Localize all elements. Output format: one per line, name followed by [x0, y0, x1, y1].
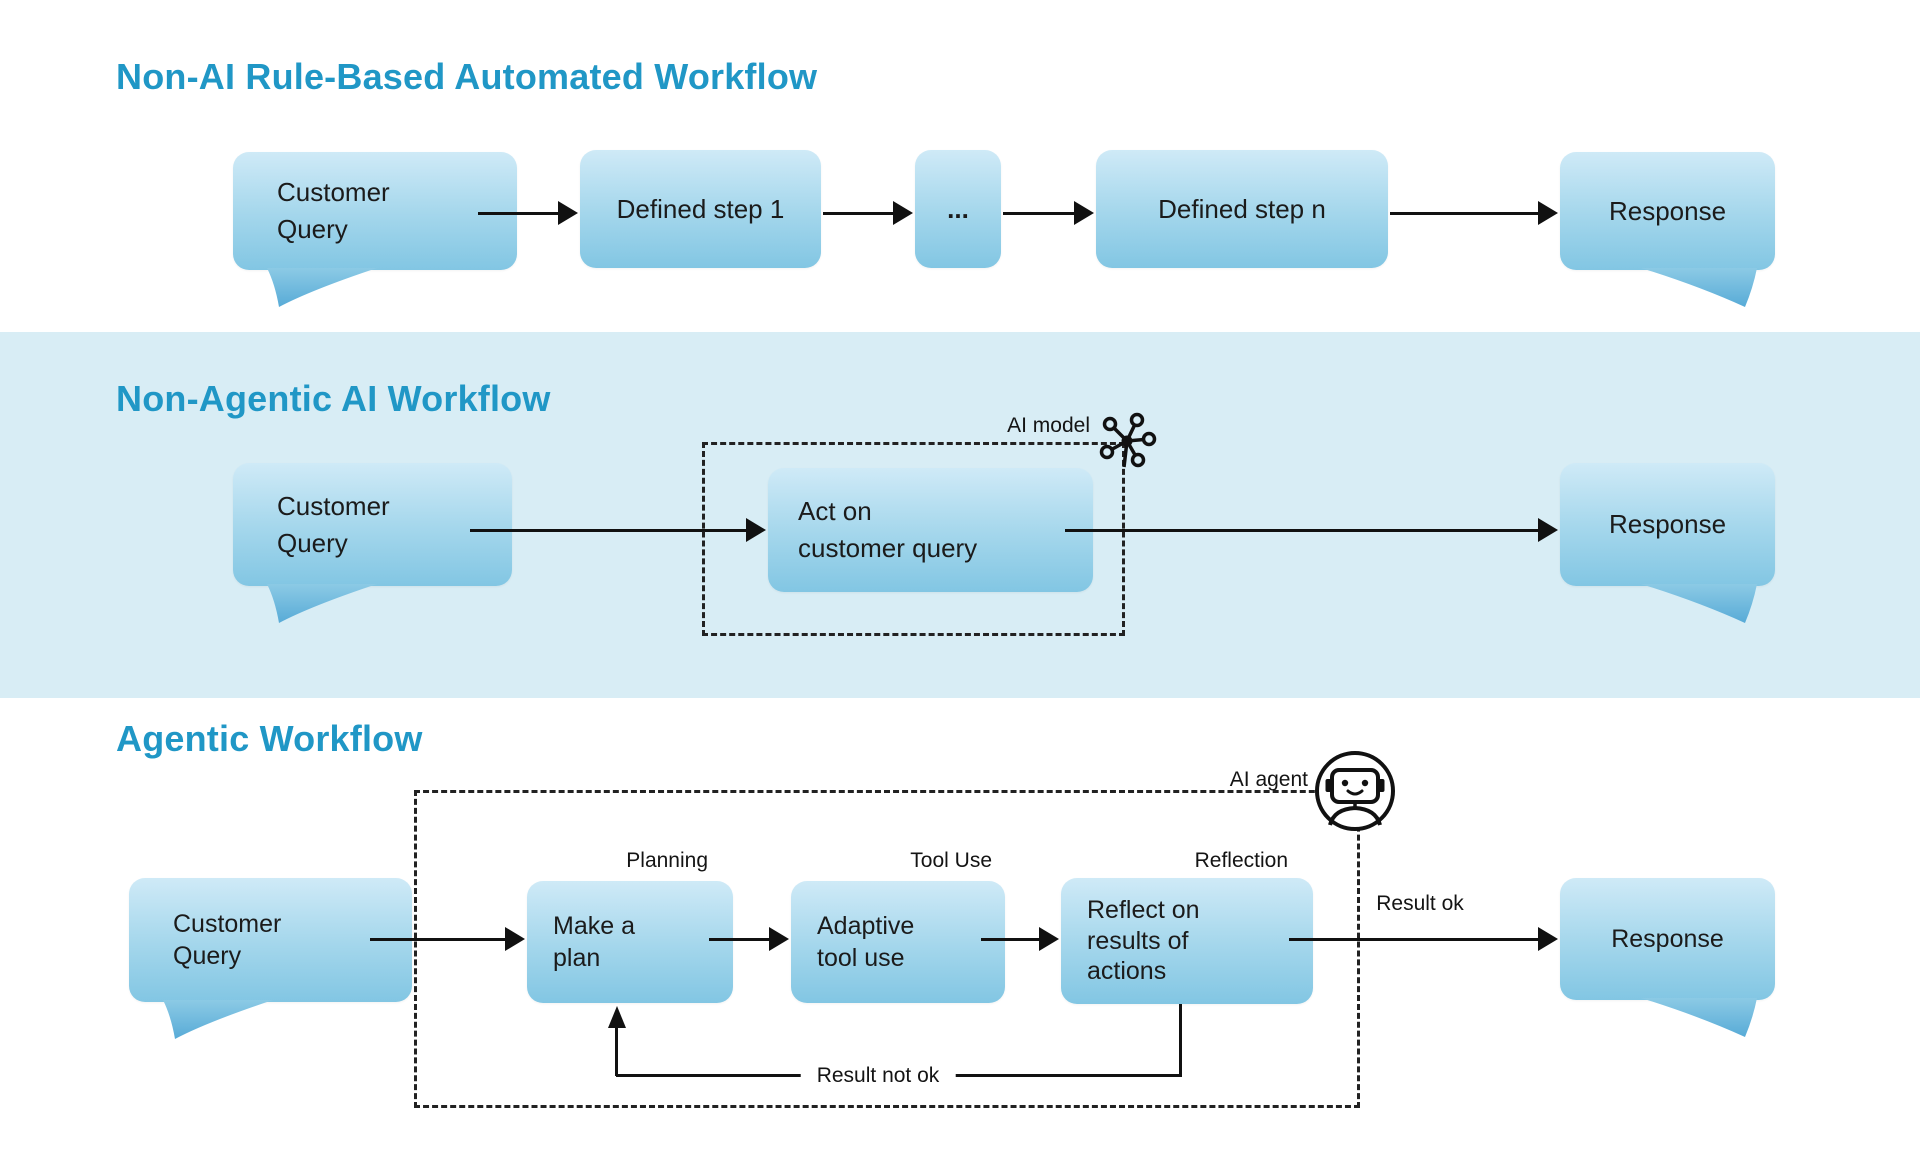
ai-agent-label: AI agent — [1229, 768, 1308, 791]
bubble-tail — [1641, 268, 1757, 307]
ellipsis-box: ... — [915, 150, 1001, 268]
customer-query-bubble: Customer Query — [129, 878, 412, 1039]
loop-line-up — [615, 1028, 618, 1076]
section1-title: Non-AI Rule-Based Automated Workflow — [116, 56, 818, 97]
flow-arrow — [709, 927, 789, 951]
section3-title: Agentic Workflow — [116, 718, 423, 759]
response-bubble: Response — [1560, 463, 1775, 623]
customer-query-bubble: Customer Query — [233, 152, 517, 307]
customer-query-label: Customer Query — [277, 490, 390, 558]
neural-network-icon — [1099, 412, 1157, 468]
flow-arrow — [823, 201, 913, 225]
customer-query-label: Customer Query — [173, 909, 282, 971]
reflection-label: Reflection — [1194, 849, 1288, 872]
response-bubble: Response — [1560, 878, 1775, 1037]
bubble-tail — [1641, 998, 1757, 1037]
defined-step-n-box: Defined step n — [1096, 150, 1388, 268]
result-ok-label: Result ok — [1376, 892, 1464, 915]
reflect-box: Reflect on results of actions — [1061, 878, 1313, 1004]
bubble-tail — [163, 1000, 273, 1039]
flow-arrow — [981, 927, 1059, 951]
ai-model-label: AI model — [1007, 414, 1090, 437]
response-label: Response — [1611, 924, 1724, 953]
reflect-label: Reflect on results of actions — [1087, 896, 1200, 986]
flow-arrow — [1065, 518, 1558, 542]
act-on-query-label: Act on customer query — [798, 496, 978, 563]
adaptive-tool-use-label: Adaptive tool use — [817, 911, 915, 973]
flow-arrow — [370, 927, 525, 951]
customer-query-label: Customer Query — [277, 177, 390, 244]
bubble-tail — [267, 584, 377, 623]
flow-arrow — [470, 518, 766, 542]
loop-line-down — [1179, 1004, 1182, 1077]
planning-label: Planning — [626, 849, 708, 872]
ai-model-boundary — [702, 442, 1125, 636]
response-bubble: Response — [1560, 152, 1775, 307]
response-label: Response — [1608, 509, 1727, 539]
flow-arrow — [1289, 927, 1558, 951]
bubble-tail — [267, 268, 377, 307]
flow-arrow — [478, 201, 578, 225]
response-label: Response — [1608, 195, 1727, 226]
customer-query-bubble: Customer Query — [233, 463, 512, 623]
tool-use-label: Tool Use — [910, 849, 992, 872]
make-plan-box: Make a plan — [527, 881, 733, 1003]
bubble-tail — [1641, 584, 1757, 623]
act-on-query-box: Act on customer query — [768, 468, 1093, 592]
make-plan-label: Make a plan — [553, 911, 635, 973]
adaptive-tool-use-box: Adaptive tool use — [791, 881, 1005, 1003]
defined-step-n-label: Defined step n — [1158, 193, 1326, 224]
robot-icon — [1315, 751, 1395, 831]
defined-step-1-box: Defined step 1 — [580, 150, 821, 268]
flow-arrow — [1003, 201, 1094, 225]
ai-agent-boundary — [414, 790, 1360, 1108]
section2-title: Non-Agentic AI Workflow — [116, 378, 551, 419]
ellipsis-label: ... — [947, 193, 969, 224]
flow-arrow — [1390, 201, 1558, 225]
result-not-ok-label: Result not ok — [800, 1064, 956, 1088]
defined-step-1-label: Defined step 1 — [616, 193, 785, 224]
loop-arrowhead-up — [608, 1006, 626, 1028]
